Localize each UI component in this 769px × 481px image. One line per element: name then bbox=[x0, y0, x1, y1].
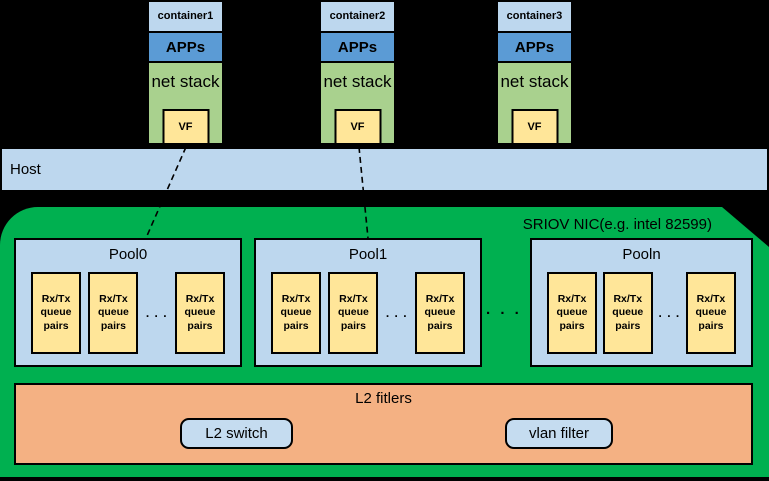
apps-section: APPs bbox=[498, 31, 571, 61]
sriov-nic-region: SRIOV NIC(e.g. intel 82599) Pool0 Rx/Tx … bbox=[0, 207, 769, 477]
queue-pair-box: Rx/Tx queue pairs bbox=[547, 272, 597, 354]
queue-pair-box: Rx/Tx queue pairs bbox=[271, 272, 321, 354]
vf-box: VF bbox=[511, 109, 558, 143]
net-stack-label: net stack bbox=[151, 72, 220, 91]
net-stack-label: net stack bbox=[323, 72, 392, 91]
net-stack-label: net stack bbox=[500, 72, 569, 91]
container-name-label: container2 bbox=[321, 2, 394, 31]
vlan-filter-box: vlan filter bbox=[505, 418, 613, 449]
container-stack-3: container3 APPs net stack VF bbox=[496, 0, 573, 147]
l2-filters-box: L2 fitlers L2 switch vlan filter bbox=[14, 383, 753, 465]
host-label: Host bbox=[10, 161, 41, 178]
queue-pair-box: Rx/Tx queue pairs bbox=[602, 272, 653, 354]
queue-pair-box: Rx/Tx queue pairs bbox=[31, 272, 81, 354]
pools-ellipsis: . . . bbox=[486, 301, 522, 318]
l2-filters-title: L2 fitlers bbox=[355, 390, 412, 407]
net-stack-section: net stack VF bbox=[498, 61, 571, 143]
queue-pair-box: Rx/Tx queue pairs bbox=[174, 272, 225, 354]
net-stack-section: net stack VF bbox=[321, 61, 394, 143]
apps-section: APPs bbox=[321, 31, 394, 61]
pool-n: Pooln Rx/Tx queue pairs Rx/Tx queue pair… bbox=[530, 238, 753, 367]
nic-title: SRIOV NIC(e.g. intel 82599) bbox=[522, 216, 712, 233]
pool-1: Pool1 Rx/Tx queue pairs Rx/Tx queue pair… bbox=[254, 238, 482, 367]
pool-0: Pool0 Rx/Tx queue pairs Rx/Tx queue pair… bbox=[14, 238, 242, 367]
pool-title: Pool0 bbox=[108, 246, 148, 263]
container-name-label: container3 bbox=[498, 2, 571, 31]
net-stack-section: net stack VF bbox=[149, 61, 222, 143]
vf-box: VF bbox=[334, 109, 381, 143]
container-name-label: container1 bbox=[149, 2, 222, 31]
queue-pair-box: Rx/Tx queue pairs bbox=[328, 272, 379, 354]
vf-box: VF bbox=[162, 109, 209, 143]
queue-pair-box: Rx/Tx queue pairs bbox=[685, 272, 736, 354]
pool-title: Pooln bbox=[622, 246, 661, 263]
container-stack-1: container1 APPs net stack VF bbox=[147, 0, 224, 147]
l2-switch-box: L2 switch bbox=[180, 418, 293, 449]
queue-ellipsis: . . . bbox=[658, 306, 681, 320]
container-stack-2: container2 APPs net stack VF bbox=[319, 0, 396, 147]
queue-ellipsis: . . . bbox=[385, 306, 408, 320]
apps-section: APPs bbox=[149, 31, 222, 61]
queue-pair-box: Rx/Tx queue pairs bbox=[88, 272, 139, 354]
pool-title: Pool1 bbox=[348, 246, 388, 263]
queue-pair-box: Rx/Tx queue pairs bbox=[414, 272, 465, 354]
host-bar: Host bbox=[0, 147, 769, 192]
queue-ellipsis: . . . bbox=[145, 306, 168, 320]
